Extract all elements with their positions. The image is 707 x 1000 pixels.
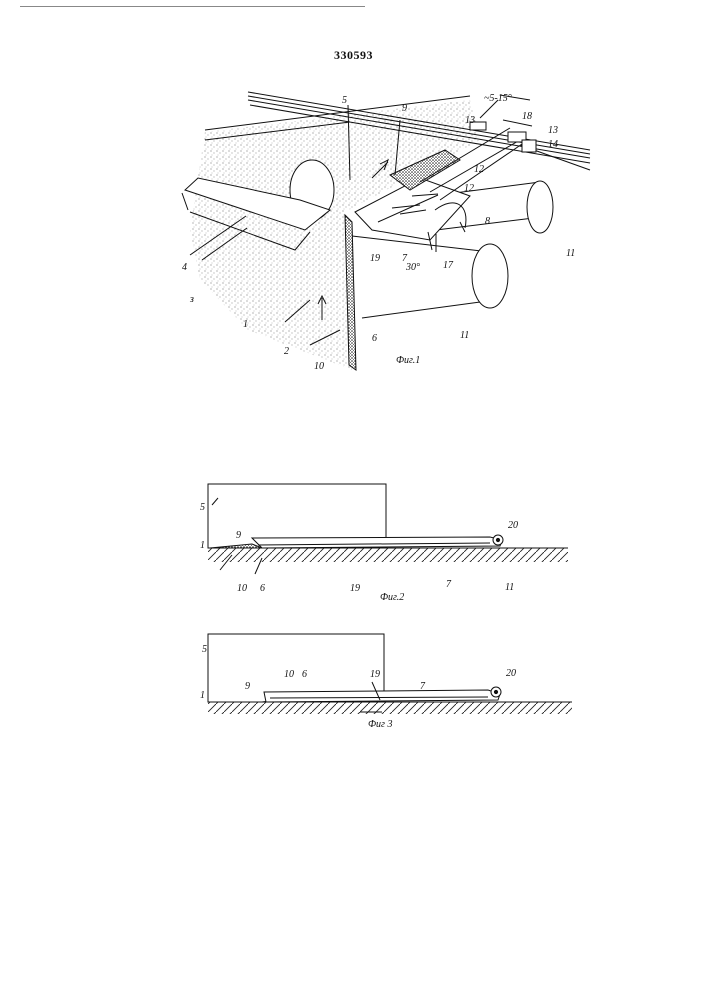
fig1-label-angle: ~5-15° <box>484 93 512 104</box>
fig1-label-18: 18 <box>522 111 532 122</box>
fig3-label-19: 19 <box>370 669 380 680</box>
fig1-label-19: 19 <box>370 253 380 264</box>
fig3-label-10: 10 <box>284 669 294 680</box>
fig3-label-20: 20 <box>506 668 516 679</box>
fig2-label-9: 9 <box>236 530 241 541</box>
figure-3 <box>208 634 572 714</box>
surface <box>208 702 572 714</box>
fig1-label-10: 10 <box>314 361 324 372</box>
fig1-label-12a: 12 <box>474 164 484 175</box>
plate-7 <box>252 537 502 548</box>
fig1-label-30: 30° <box>405 262 420 273</box>
fig1-label-9: 9 <box>402 103 407 114</box>
fig2-label-20: 20 <box>508 520 518 531</box>
block-14 <box>522 140 536 152</box>
fig1-label-5: 5 <box>342 95 347 106</box>
surface-11 <box>208 548 568 562</box>
fig1-label-2: 2 <box>284 346 289 357</box>
fig1-label-13b: 13 <box>548 125 558 136</box>
fig1-label-4: 4 <box>182 262 187 273</box>
fig1-label-1: 1 <box>243 319 248 330</box>
fig3-label-5: 5 <box>202 644 207 655</box>
fig2-label-11: 11 <box>505 582 514 593</box>
fig2-label-6: 6 <box>260 583 265 594</box>
fig1-label-3: з <box>189 294 194 305</box>
fig3-label-9: 9 <box>245 681 250 692</box>
fig1-label-13a: 13 <box>465 115 475 126</box>
fig2-caption: Фиг.2 <box>380 592 404 603</box>
fig1-label-17: 17 <box>443 260 454 271</box>
fig2-label-1: 1 <box>200 540 205 551</box>
fig1-label-11a: 11 <box>566 248 575 259</box>
fig1-label-11b: 11 <box>460 330 469 341</box>
roll-11-upper-end <box>527 181 553 233</box>
fig1-label-12b: 12 <box>464 183 474 194</box>
fig3-label-1: 1 <box>200 690 205 701</box>
plate-7 <box>264 690 500 702</box>
fig2-label-19: 19 <box>350 583 360 594</box>
fig2-label-10: 10 <box>237 583 247 594</box>
fig1-label-8: 8 <box>485 216 490 227</box>
roll-11-lower-end <box>472 244 508 308</box>
fig2-label-5: 5 <box>200 502 205 513</box>
fig3-caption: Фиг 3 <box>368 719 392 730</box>
fig2-label-7: 7 <box>446 579 452 590</box>
fig1-label-14: 14 <box>548 139 558 150</box>
fig3-label-6: 6 <box>302 669 307 680</box>
fig1-label-6: 6 <box>372 333 377 344</box>
fig1-caption: Фиг.1 <box>396 355 420 366</box>
